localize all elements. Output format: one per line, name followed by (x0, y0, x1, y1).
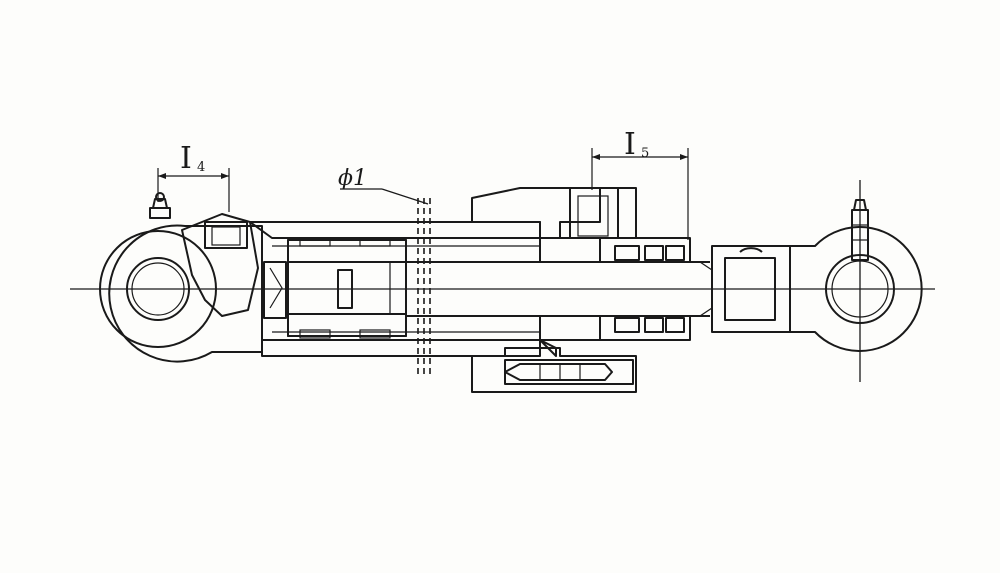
piston (263, 237, 407, 339)
l4-subscript: 4 (197, 160, 205, 175)
cylinder-head (471, 187, 691, 357)
port-fitting (471, 347, 637, 393)
l5-subscript: 5 (641, 146, 649, 161)
dimension-l5 (591, 148, 689, 240)
phi-label: ϕ1 (338, 166, 367, 191)
break-line (417, 198, 431, 378)
l4-label: I (180, 141, 192, 176)
grease-nipple-icon (149, 192, 171, 219)
dimension-l4 (157, 168, 230, 212)
phi-leader (340, 188, 429, 205)
l5-label: I (624, 127, 636, 162)
lubrication-pin-icon (851, 180, 869, 382)
left-eye-mount (99, 213, 263, 363)
